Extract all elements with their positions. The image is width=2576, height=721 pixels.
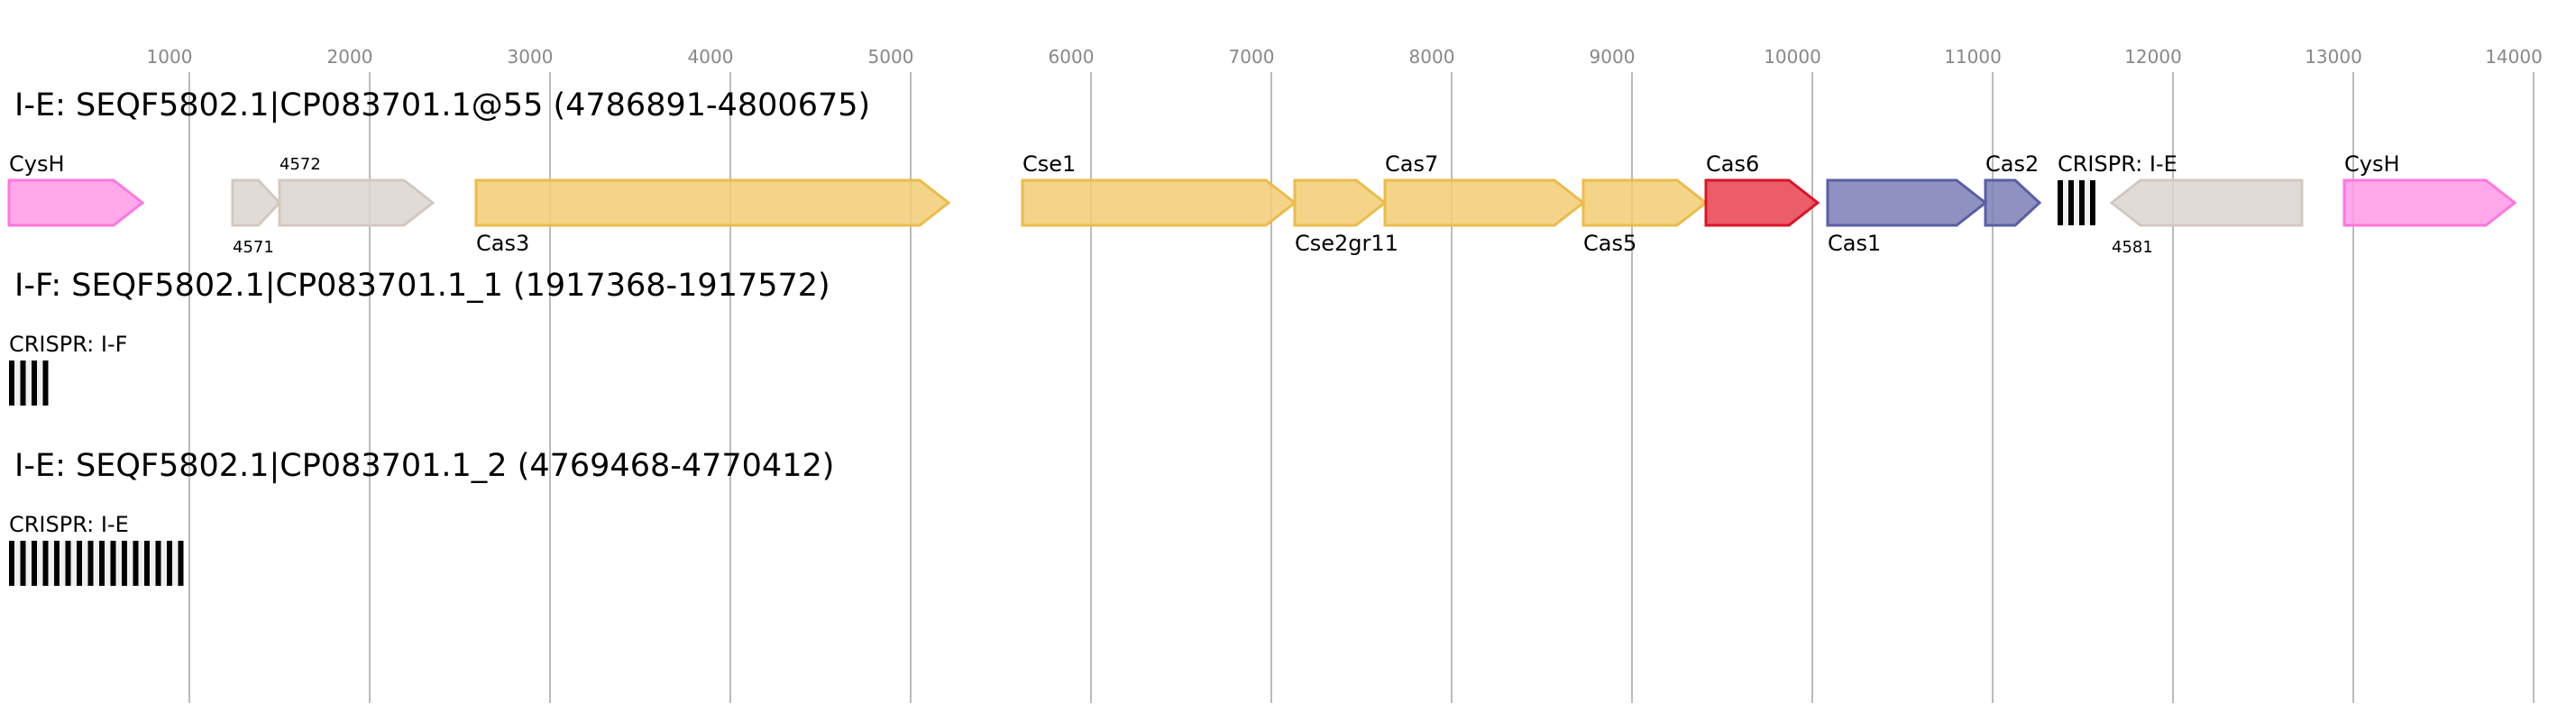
crispr-repeat — [77, 541, 82, 586]
crispr-repeat — [20, 360, 26, 406]
tick-label: 13000 — [2305, 46, 2362, 68]
locus-title: I-E: SEQF5802.1|CP083701.1@55 (4786891-4… — [14, 87, 870, 123]
crispr-repeat — [122, 541, 127, 586]
gene-arrow-cas5[interactable] — [1581, 178, 1709, 227]
crispr-repeat — [32, 541, 37, 586]
gene-arrow-cysh[interactable] — [2342, 178, 2517, 227]
gene-arrow-cas3[interactable] — [474, 178, 951, 227]
gene-label: 4571 — [233, 238, 274, 257]
gene-label: Cas6 — [1706, 151, 1759, 177]
crispr-repeat — [87, 541, 94, 586]
crispr-label: CRISPR: I-E — [9, 512, 129, 537]
crispr-array-background — [9, 541, 184, 586]
crispr-repeat — [54, 541, 60, 586]
crispr-repeat — [178, 541, 184, 586]
gene-arrow-4571[interactable] — [231, 178, 282, 227]
gene-label: Cse1 — [1022, 151, 1076, 177]
crispr-repeat — [2090, 180, 2095, 225]
locus-row: I-E: SEQF5802.1|CP083701.1_2 (4769468-47… — [9, 448, 834, 586]
crispr-repeat — [133, 541, 139, 586]
gene-arrow-cysh[interactable] — [7, 178, 145, 227]
gene-label: Cas5 — [1583, 231, 1636, 256]
crispr-label: CRISPR: I-E — [2058, 151, 2177, 177]
crispr-repeat — [155, 541, 161, 586]
tick-label: 7000 — [1229, 46, 1275, 68]
locus-title: I-E: SEQF5802.1|CP083701.1_2 (4769468-47… — [14, 448, 834, 484]
crispr-repeat — [144, 541, 150, 586]
crispr-repeat — [2068, 180, 2074, 225]
gene-arrow-cas1[interactable] — [1826, 178, 1988, 227]
tick-label: 14000 — [2485, 46, 2543, 68]
gene-label: Cas3 — [476, 231, 529, 256]
gene-arrow-cas6[interactable] — [1704, 178, 1820, 227]
crispr-repeat — [32, 360, 37, 406]
crispr-array-background — [2058, 180, 2095, 225]
tick-label: 9000 — [1590, 46, 1636, 68]
tick-label: 2000 — [327, 46, 373, 68]
gene-arrow-cas2[interactable] — [1984, 178, 2042, 227]
gene-arrow-4572[interactable] — [278, 178, 435, 227]
crispr-repeat — [65, 541, 71, 586]
crispr-repeat — [167, 541, 172, 586]
tick-label: 8000 — [1409, 46, 1455, 68]
gene-arrow-cas7[interactable] — [1383, 178, 1586, 227]
gene-label: 4581 — [2112, 238, 2153, 257]
crispr-repeat — [42, 360, 49, 406]
crispr-repeat — [2058, 180, 2063, 225]
crispr-repeat — [2079, 180, 2085, 225]
tick-label: 11000 — [1944, 46, 2002, 68]
gene-arrow-cse1[interactable] — [1021, 178, 1297, 227]
tick-label: 4000 — [688, 46, 734, 68]
crispr-repeat — [99, 541, 105, 586]
tick-label: 1000 — [147, 46, 193, 68]
gene-label: Cas2 — [1985, 151, 2039, 177]
gene-label: 4572 — [280, 155, 321, 174]
gene-arrow-cse2gr11[interactable] — [1293, 178, 1388, 227]
gene-label: Cas1 — [1828, 231, 1881, 256]
crispr-repeat — [110, 541, 116, 586]
tick-label: 12000 — [2124, 46, 2182, 68]
crispr-label: CRISPR: I-F — [9, 332, 127, 357]
crispr-repeat — [42, 541, 49, 586]
axis-grid: 1000 2000 3000 4000 5000 6000 7000 8000 9000 1000… — [147, 46, 2543, 703]
tick-label: 10000 — [1764, 46, 1821, 68]
crispr-repeat — [9, 541, 14, 586]
tick-label: 6000 — [1049, 46, 1095, 68]
crispr-repeat — [9, 360, 14, 406]
gene-label: CysH — [2344, 151, 2400, 177]
tick-label: 5000 — [868, 46, 914, 68]
crispr-repeat — [20, 541, 26, 586]
gene-label: Cse2gr11 — [1295, 231, 1398, 256]
locus-title: I-F: SEQF5802.1|CP083701.1_1 (1917368-19… — [14, 268, 830, 304]
gene-label: Cas7 — [1385, 151, 1438, 177]
gene-label: CysH — [9, 151, 65, 177]
locus-row: I-F: SEQF5802.1|CP083701.1_1 (1917368-19… — [9, 268, 830, 406]
gene-arrow-4581[interactable] — [2109, 178, 2304, 227]
crispr-array-background — [9, 360, 49, 406]
tick-label: 3000 — [508, 46, 554, 68]
locus-row: I-E: SEQF5802.1|CP083701.1@55 (4786891-4… — [7, 87, 2517, 257]
loci: I-E: SEQF5802.1|CP083701.1@55 (4786891-4… — [7, 87, 2517, 586]
